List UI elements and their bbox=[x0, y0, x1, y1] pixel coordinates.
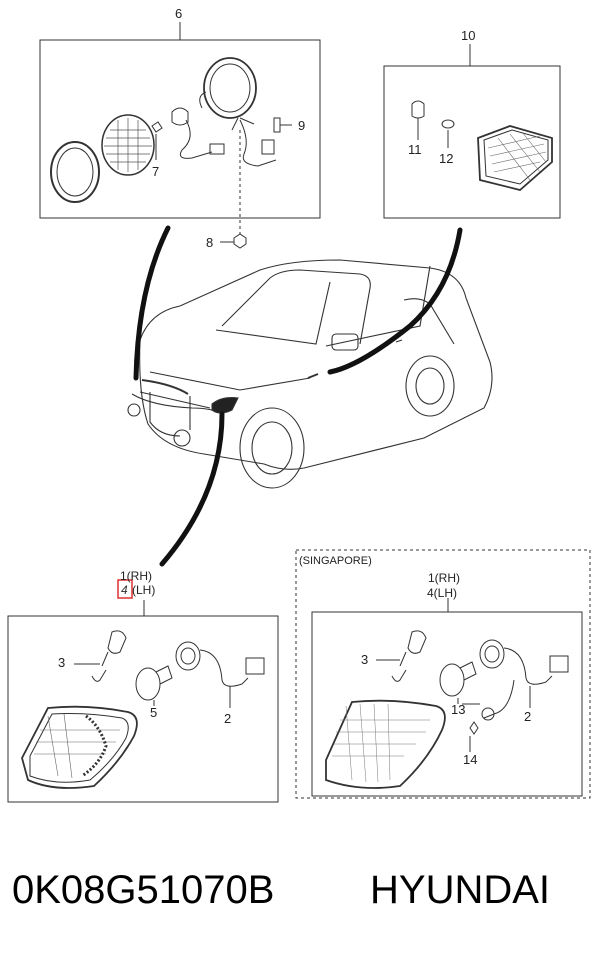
label-lr-3: 3 bbox=[361, 652, 369, 667]
label-9: 9 bbox=[298, 118, 306, 133]
fog-lamp-box bbox=[39, 22, 321, 249]
label-12: 12 bbox=[439, 151, 454, 166]
label-11: 11 bbox=[408, 142, 422, 157]
label-ll-3: 3 bbox=[58, 655, 66, 670]
lower-left-lh-num: 4 bbox=[121, 583, 128, 597]
turn-signal-box-right bbox=[295, 549, 591, 799]
fog-lamp-lens bbox=[101, 114, 155, 176]
socket-11 bbox=[411, 100, 425, 119]
side-lamp-lens bbox=[477, 125, 553, 191]
front-bumper bbox=[131, 393, 223, 415]
vehicle-illustration bbox=[127, 259, 493, 489]
region-singapore: (SINGAPORE) bbox=[299, 555, 372, 567]
lh-highlight-box bbox=[117, 579, 133, 599]
turn-signal-box-left bbox=[7, 600, 279, 803]
lower-right-rh: 1(RH) bbox=[428, 571, 460, 585]
label-ll-2: 2 bbox=[224, 711, 232, 726]
label-lr-14: 14 bbox=[463, 752, 478, 767]
fog-socket-wire bbox=[171, 107, 213, 159]
bulb-12 bbox=[441, 119, 455, 129]
nut-8 bbox=[233, 233, 247, 249]
side-lamp-box bbox=[383, 44, 561, 219]
label-ll-5: 5 bbox=[150, 705, 158, 720]
fog-lamp-ring bbox=[50, 141, 100, 203]
fog-bulb bbox=[151, 121, 163, 133]
label-lr-13: 13 bbox=[451, 702, 466, 717]
lower-right-lh: 4(LH) bbox=[427, 586, 458, 600]
turn-signal-lens-left bbox=[21, 705, 138, 789]
turn-signal-lens-right bbox=[325, 699, 446, 789]
label-lr-2: 2 bbox=[524, 709, 532, 724]
label-6: 6 bbox=[175, 6, 183, 21]
label-7: 7 bbox=[152, 164, 160, 179]
lower-left-lh: (LH) bbox=[132, 583, 156, 597]
label-10: 10 bbox=[461, 28, 476, 43]
brand-name: HYUNDAI bbox=[370, 868, 551, 912]
fog-lamp-housing bbox=[203, 57, 257, 119]
headlamp bbox=[211, 397, 239, 414]
front-wheel bbox=[239, 407, 305, 489]
leader-curves bbox=[133, 225, 463, 567]
part-number: 0K08G51070B bbox=[12, 868, 275, 912]
label-8: 8 bbox=[206, 235, 214, 250]
rear-wheel bbox=[405, 355, 455, 417]
lower-left-rh: 1(RH) bbox=[120, 569, 152, 583]
